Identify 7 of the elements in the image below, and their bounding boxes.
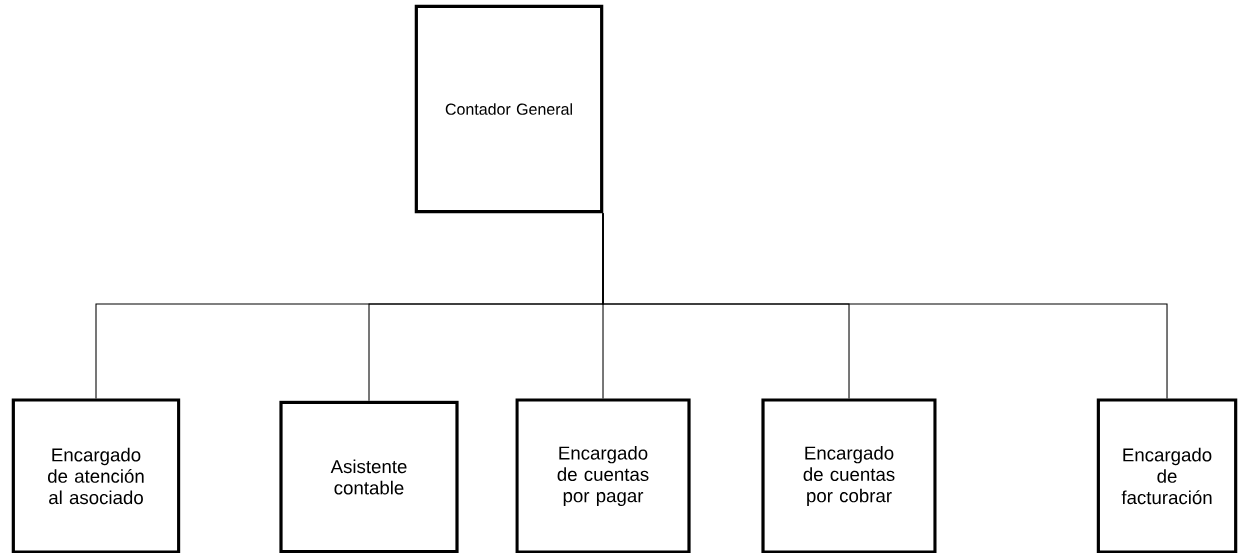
org-box: Asistente contable [279,400,459,553]
connector-line [602,212,1168,399]
org-box: Encargado de facturación [1096,398,1238,553]
org-box: Contador General [414,4,604,214]
org-box: Encargado de cuentas por cobrar [761,398,937,553]
org-box: Encargado de cuentas por pagar [515,398,691,553]
org-box: Encargado de atención al asociado [11,398,181,553]
